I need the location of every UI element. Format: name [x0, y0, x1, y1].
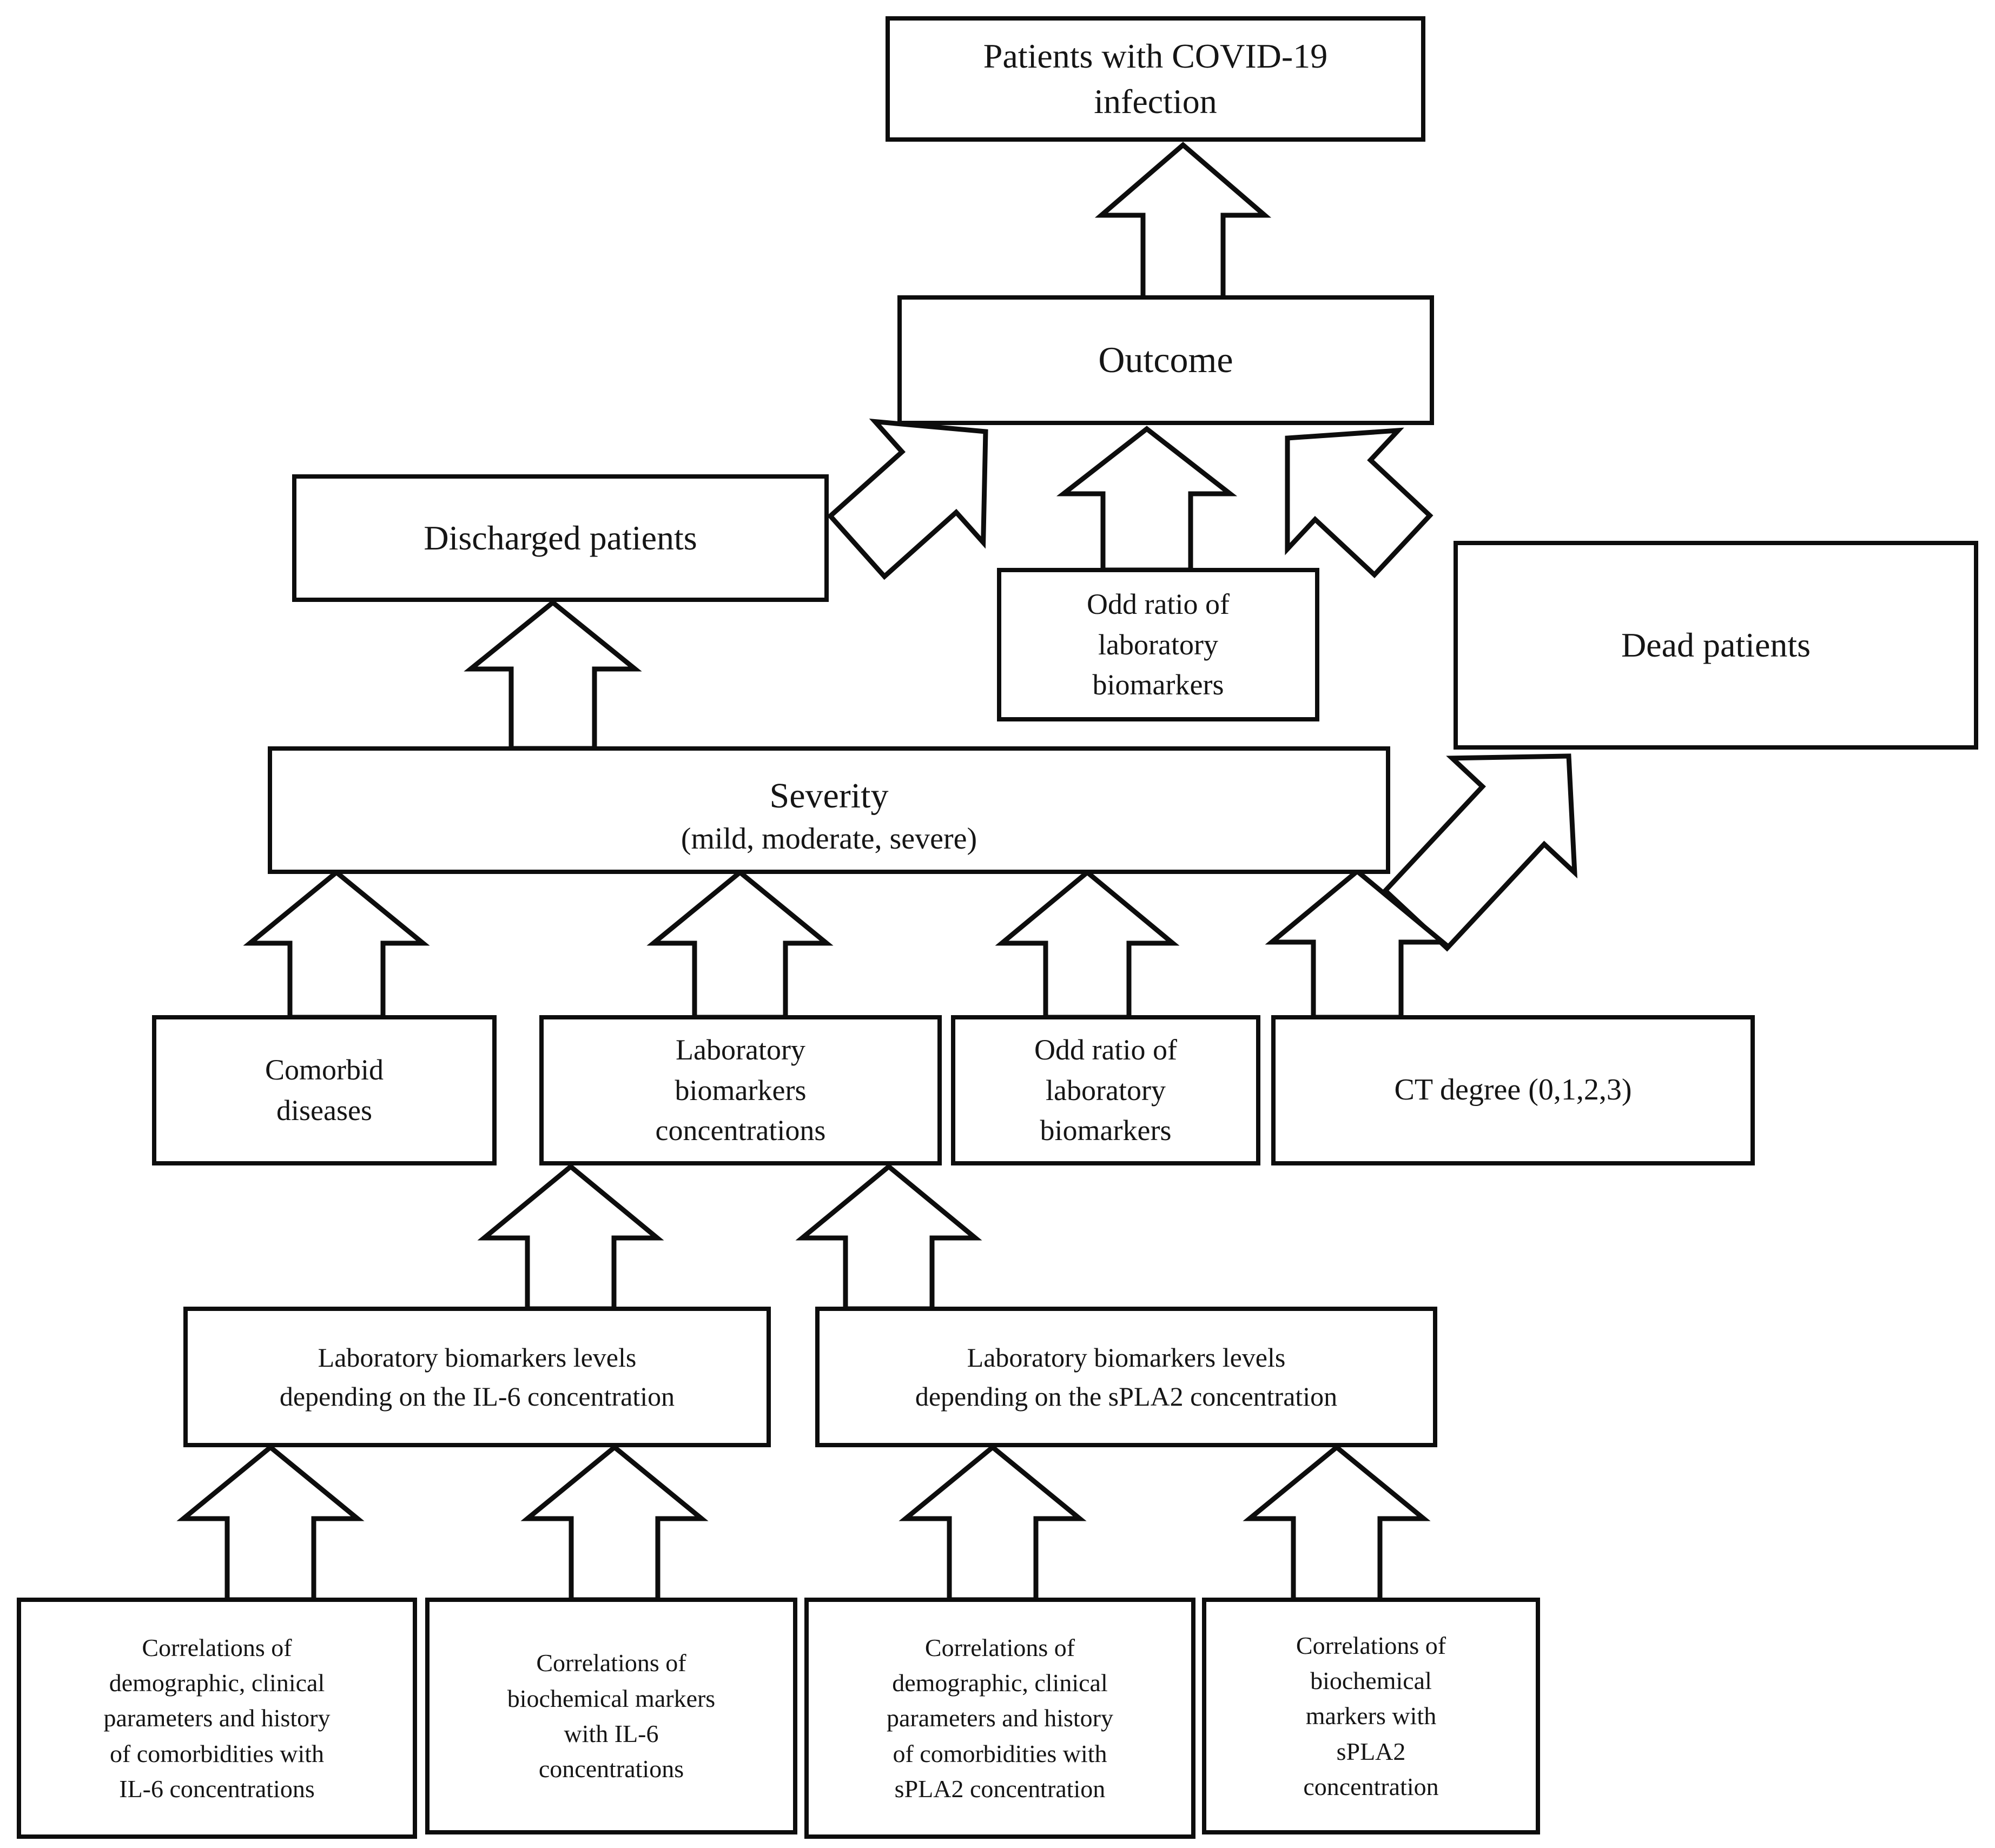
- arrow-discharged-to-outcome: [827, 419, 988, 580]
- arrow-odd_ratio_outcome-to-outcome: [1056, 426, 1238, 573]
- arrow-corr_biochem_il6-to-il6_levels: [520, 1444, 709, 1602]
- node-corr-demo-il6: Correlations of demographic, clinical pa…: [17, 1598, 417, 1839]
- arrow-spla2_levels-to-lab_concentrations: [795, 1163, 982, 1312]
- arrow-lab_concentrations-to-severity: [646, 869, 834, 1020]
- node-odd-ratio-outcome: Odd ratio of laboratory biomarkers: [997, 568, 1319, 721]
- node-dead: Dead patients: [1454, 541, 1978, 750]
- node-severity: Severity (mild, moderate, severe): [268, 746, 1390, 874]
- arrow-il6_levels-to-lab_concentrations: [477, 1163, 664, 1312]
- node-il6-levels: Laboratory biomarkers levels depending o…: [183, 1307, 771, 1447]
- node-comorbid: Comorbid diseases: [152, 1015, 497, 1165]
- node-lab-concentrations: Laboratory biomarkers concentrations: [539, 1015, 942, 1165]
- arrow-outcome-to-patients: [1094, 142, 1272, 301]
- node-corr-biochem-il6: Correlations of biochemical markers with…: [425, 1598, 797, 1834]
- node-corr-biochem-spla2: Correlations of biochemical markers with…: [1202, 1598, 1540, 1834]
- node-corr-demo-spla2: Correlations of demographic, clinical pa…: [804, 1598, 1195, 1839]
- arrow-dead-to-outcome: [1285, 427, 1434, 579]
- arrow-severity-to-discharged: [464, 599, 642, 751]
- arrow-corr_biochem_spla2-to-spla2_levels: [1243, 1444, 1431, 1602]
- node-outcome: Outcome: [897, 295, 1434, 425]
- arrow-corr_demo_il6-to-il6_levels: [176, 1444, 365, 1602]
- severity-sublabel: (mild, moderate, severe): [681, 822, 977, 856]
- severity-label: Severity: [769, 776, 889, 816]
- node-spla2-levels: Laboratory biomarkers levels depending o…: [815, 1307, 1437, 1447]
- arrow-corr_demo_spla2-to-spla2_levels: [899, 1444, 1087, 1602]
- node-discharged: Discharged patients: [292, 474, 829, 602]
- arrow-odd_ratio_severity-to-severity: [995, 869, 1180, 1020]
- arrow-comorbid-to-severity: [243, 869, 430, 1020]
- node-ct-degree: CT degree (0,1,2,3): [1271, 1015, 1755, 1165]
- node-odd-ratio-severity: Odd ratio of laboratory biomarkers: [951, 1015, 1260, 1165]
- node-patients: Patients with COVID-19 infection: [886, 16, 1425, 142]
